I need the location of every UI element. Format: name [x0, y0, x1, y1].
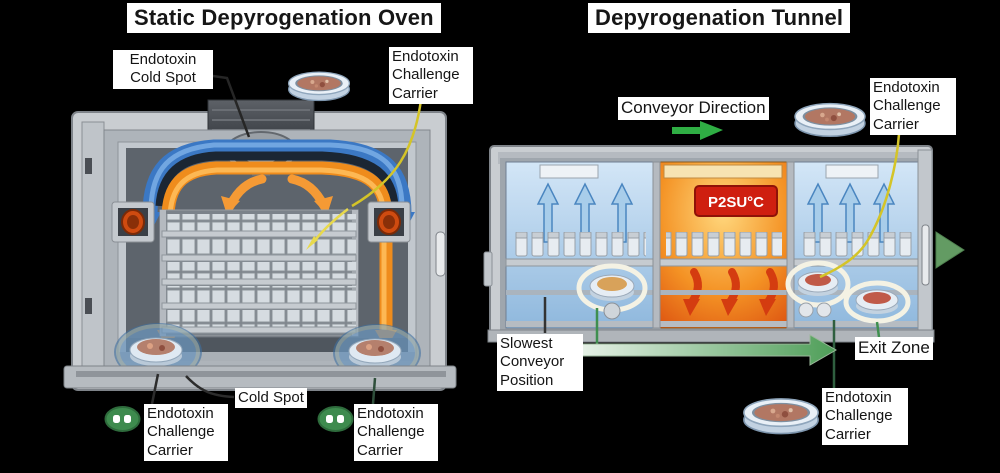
static-oven-illustration: [63, 99, 457, 391]
label-tunnel-challenge-carrier-bottom: Endotoxin Challenge Carrier: [822, 388, 908, 445]
carrier-marker-icon: [317, 406, 354, 432]
connector-right-carrier-to-label: [371, 377, 377, 405]
temperature-sign: [694, 185, 778, 217]
conveyor-travel-arrow-icon: [567, 334, 838, 366]
vial-rows: [505, 232, 921, 267]
exit-arrow-icon: [935, 231, 965, 269]
heater-right-icon: [367, 201, 411, 243]
connector-circle-to-cold-spot-label: [185, 375, 235, 399]
oven-title: Static Depyrogenation Oven: [127, 3, 441, 33]
label-oven-challenge-carrier-bottom-right: Endotoxin Challenge Carrier: [354, 404, 438, 461]
monitored-carrier: [785, 260, 851, 318]
connector-cold-spot-to-fan: [205, 73, 251, 138]
tunnel-illustration: P2SU°C: [483, 145, 935, 343]
label-endotoxin-cold-spot: Endotoxin Cold Spot: [113, 50, 213, 89]
label-conveyor-direction: Conveyor Direction: [618, 97, 769, 120]
label-exit-zone: Exit Zone: [855, 337, 933, 360]
heater-left-icon: [111, 201, 155, 243]
label-oven-challenge-carrier-top: Endotoxin Challenge Carrier: [389, 47, 473, 104]
connector-carrier-to-exit-label: [875, 321, 881, 338]
connector-left-carrier-to-label: [150, 373, 160, 405]
label-cold-spot: Cold Spot: [235, 388, 307, 409]
conveyor-direction-arrow-icon: [672, 121, 723, 140]
label-oven-challenge-carrier-bottom-left: Endotoxin Challenge Carrier: [144, 404, 228, 461]
petri-dish-icon: [287, 71, 351, 102]
exit-zone-carrier: [843, 280, 911, 324]
temperature-sign-text: P2SU°C: [708, 194, 764, 211]
petri-dish-icon: [743, 398, 819, 435]
petri-dish-icon: [794, 102, 866, 138]
thermocouple-wire-tunnel-icon: [819, 120, 901, 279]
label-slowest-conveyor-position: Slowest Conveyor Position: [497, 334, 583, 391]
slowest-position-carrier: [576, 263, 648, 320]
tunnel-title: Depyrogenation Tunnel: [588, 3, 851, 33]
vial-tray-rack: [159, 209, 359, 337]
label-tunnel-challenge-carrier-top: Endotoxin Challenge Carrier: [870, 78, 956, 135]
carrier-marker-icon: [104, 406, 141, 432]
thermocouple-wire-oven-icon: [306, 99, 423, 250]
